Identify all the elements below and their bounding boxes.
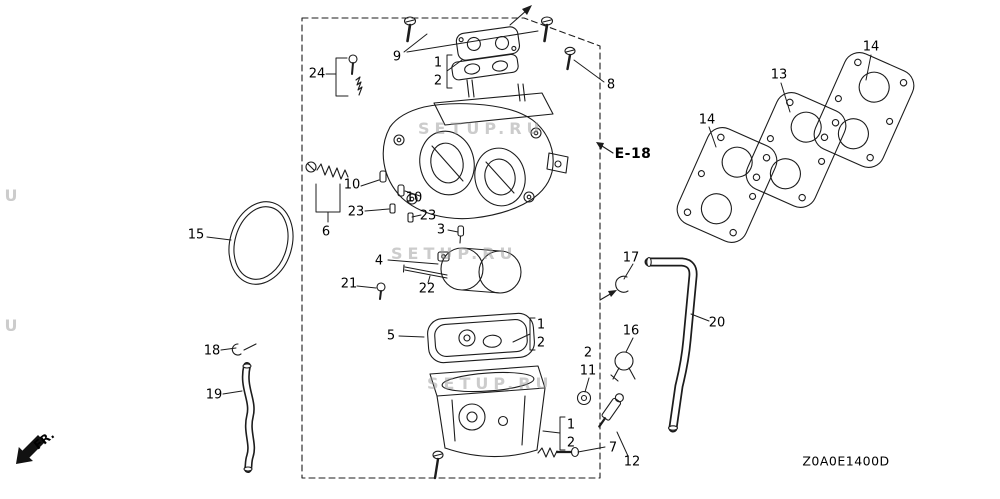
jets-10-23 <box>379 170 414 223</box>
part-label-23-a: 23 <box>347 204 365 220</box>
fuel-tube-19 <box>241 362 256 473</box>
float-4 <box>437 247 522 294</box>
gasket-plate-13 <box>740 86 852 214</box>
fuel-tube-20 <box>644 256 698 433</box>
gasket-plate-14-left <box>671 121 783 249</box>
part-label-2-washer: 2 <box>583 345 593 361</box>
part-label-1-bottom: 1 <box>566 417 576 433</box>
tube-clamp-16 <box>610 351 636 382</box>
part-label-1-mid: 1 <box>536 317 546 333</box>
bowl-gasket-5 <box>427 312 535 364</box>
tube-clip-17 <box>599 275 629 301</box>
top-gasket <box>451 53 519 81</box>
carb-top-studs <box>466 79 526 102</box>
part-label-22: 22 <box>418 281 436 297</box>
part-label-15: 15 <box>187 227 205 243</box>
part-label-9: 9 <box>392 49 402 65</box>
part-label-5: 5 <box>386 328 396 344</box>
part-label-10-b: 10 <box>405 190 423 206</box>
part-label-6: 6 <box>321 224 331 240</box>
washer-11 <box>576 390 592 406</box>
part-label-18: 18 <box>203 343 221 359</box>
fuel-joint-12 <box>598 393 624 428</box>
screw-21 <box>376 282 386 300</box>
float-pin-22 <box>402 264 448 279</box>
part-label-7: 7 <box>608 440 618 456</box>
screw-top-left <box>403 16 417 43</box>
screw-upper-right <box>564 46 576 71</box>
part-label-13: 13 <box>770 67 788 83</box>
part-label-23-b: 23 <box>419 208 437 224</box>
part-label-10-a: 10 <box>343 177 361 193</box>
tube-clip-18 <box>231 343 257 356</box>
e18-arrow <box>596 142 614 154</box>
section-ref-e18: E-18 <box>614 146 652 162</box>
o-ring-15 <box>228 201 294 285</box>
float-bowl <box>429 365 546 458</box>
screw-top-right <box>540 16 554 43</box>
part-label-17: 17 <box>622 250 640 266</box>
part-label-11: 11 <box>579 363 597 379</box>
part-label-1-top: 1 <box>433 55 443 71</box>
float-valve-3 <box>457 225 465 244</box>
dashed-boundary-box <box>301 17 601 479</box>
part-label-3: 3 <box>436 222 446 238</box>
part-label-2-bottom: 2 <box>566 435 576 451</box>
part-label-2-mid: 2 <box>536 335 546 351</box>
part-label-14-right: 14 <box>862 39 880 55</box>
part-label-4: 4 <box>374 253 384 269</box>
part-label-2-top: 2 <box>433 73 443 89</box>
idle-screw-spring-6 <box>305 161 349 180</box>
bowl-screw-bottom <box>432 450 444 480</box>
top-arrow <box>509 5 532 26</box>
part-label-8: 8 <box>606 77 616 93</box>
pilot-screw-parts-24 <box>348 54 363 96</box>
carburetor-body <box>382 92 569 220</box>
gasket-plate-14-right <box>808 46 920 174</box>
fr-direction-arrow <box>16 435 45 464</box>
part-label-12: 12 <box>623 454 641 470</box>
part-label-21: 21 <box>340 276 358 292</box>
part-label-14-left: 14 <box>698 112 716 128</box>
part-label-20: 20 <box>708 315 726 331</box>
diagram-code: Z0A0E1400D <box>802 453 890 469</box>
part-label-16: 16 <box>622 323 640 339</box>
insulator-plate <box>455 26 521 61</box>
part-label-19: 19 <box>205 387 223 403</box>
leader-lines <box>206 30 872 457</box>
part-label-24: 24 <box>308 66 326 82</box>
